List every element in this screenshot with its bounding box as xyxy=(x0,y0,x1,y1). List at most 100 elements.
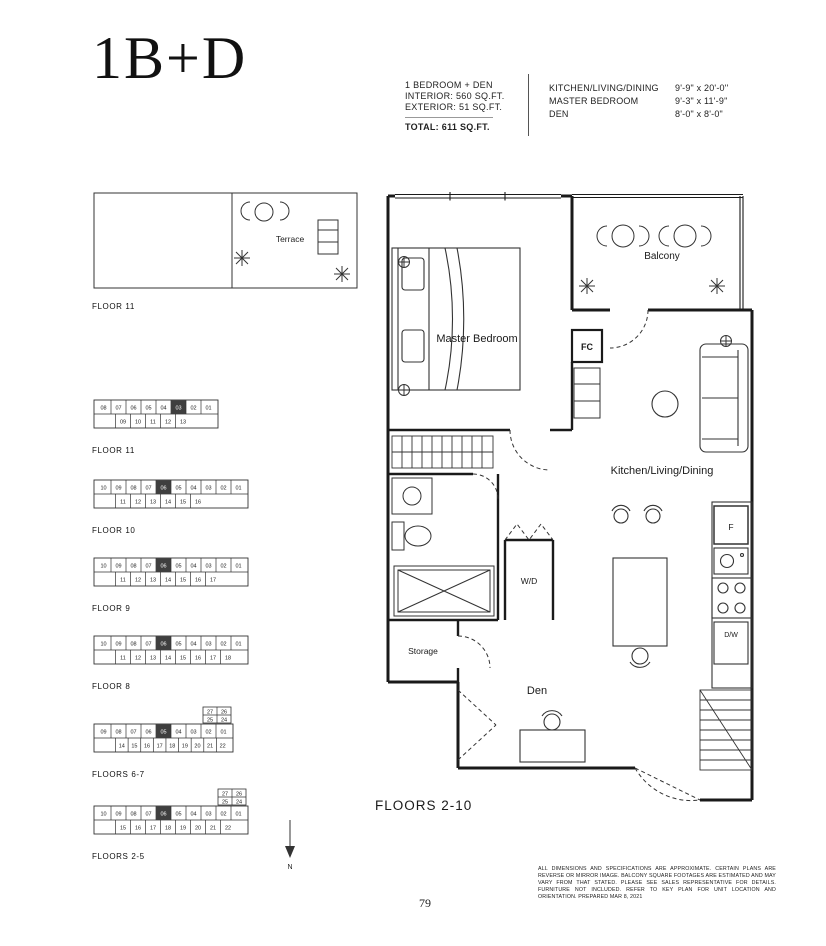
svg-text:11: 11 xyxy=(150,420,156,426)
svg-text:09: 09 xyxy=(115,812,121,818)
svg-text:03: 03 xyxy=(205,486,211,492)
svg-text:03: 03 xyxy=(175,406,181,412)
svg-text:05: 05 xyxy=(175,486,181,492)
column-markers xyxy=(398,256,732,396)
kitchen xyxy=(711,501,753,689)
svg-text:02: 02 xyxy=(205,730,211,736)
svg-text:14: 14 xyxy=(165,578,171,584)
svg-text:07: 07 xyxy=(145,642,151,648)
terrace-outline xyxy=(93,192,358,289)
svg-text:04: 04 xyxy=(160,406,166,412)
dining-furniture xyxy=(611,504,668,668)
pillow xyxy=(401,257,425,291)
svg-text:11: 11 xyxy=(120,656,126,662)
toilet xyxy=(404,525,432,547)
disclaimer-text: ALL DIMENSIONS AND SPECIFICATIONS ARE AP… xyxy=(538,866,776,900)
svg-text:07: 07 xyxy=(145,812,151,818)
dim-room: KITCHEN/LIVING/DINING xyxy=(549,83,659,93)
svg-text:01: 01 xyxy=(205,406,211,412)
svg-text:13: 13 xyxy=(180,420,186,426)
stool xyxy=(613,508,629,524)
desk-chair xyxy=(543,713,561,731)
svg-text:26: 26 xyxy=(236,792,242,798)
label-dishwasher: D/W xyxy=(724,632,738,639)
stool xyxy=(645,508,661,524)
living-furniture xyxy=(651,343,749,453)
svg-text:05: 05 xyxy=(175,642,181,648)
terrace-lounge-chair xyxy=(317,219,339,255)
svg-text:05: 05 xyxy=(175,812,181,818)
svg-text:11: 11 xyxy=(120,500,126,506)
svg-text:16: 16 xyxy=(195,578,201,584)
svg-text:06: 06 xyxy=(160,812,166,818)
svg-text:10: 10 xyxy=(100,564,106,570)
svg-text:03: 03 xyxy=(205,812,211,818)
keyplan-floor-11-terrace: Terrace FLOOR 11 xyxy=(92,190,360,311)
svg-text:14: 14 xyxy=(165,500,171,506)
toilet-tank xyxy=(391,521,405,551)
vanity xyxy=(391,477,433,515)
info-divider xyxy=(405,117,493,118)
balcony-furniture xyxy=(579,224,725,294)
dim-size: 9'-3" x 11'-9" xyxy=(675,96,728,106)
svg-text:06: 06 xyxy=(145,730,151,736)
keyplan-label: FLOOR 10 xyxy=(92,526,136,535)
svg-text:12: 12 xyxy=(135,500,141,506)
svg-text:16: 16 xyxy=(195,656,201,662)
door-swings xyxy=(457,309,701,802)
svg-text:05: 05 xyxy=(175,564,181,570)
svg-text:13: 13 xyxy=(150,500,156,506)
svg-text:15: 15 xyxy=(180,500,186,506)
svg-text:08: 08 xyxy=(130,812,136,818)
svg-text:18: 18 xyxy=(165,826,171,832)
unit-info-block: 1 BEDROOM + DEN INTERIOR: 560 SQ.FT. EXT… xyxy=(405,80,505,133)
bed xyxy=(391,247,521,391)
shower xyxy=(393,565,495,617)
svg-text:02: 02 xyxy=(220,642,226,648)
room-dimensions-table: KITCHEN/LIVING/DINING 9'-9" x 20'-0'' MA… xyxy=(549,83,729,119)
svg-text:03: 03 xyxy=(205,642,211,648)
label-den: Den xyxy=(527,685,547,697)
bathroom xyxy=(391,477,495,617)
terrace-plant xyxy=(334,266,350,282)
dishwasher-box xyxy=(713,621,749,665)
svg-text:20: 20 xyxy=(195,826,201,832)
svg-text:05: 05 xyxy=(145,406,151,412)
balcony-table xyxy=(673,224,697,248)
svg-text:01: 01 xyxy=(220,730,226,736)
svg-text:01: 01 xyxy=(235,486,241,492)
header-divider xyxy=(528,74,529,136)
svg-text:17: 17 xyxy=(210,578,216,584)
svg-text:01: 01 xyxy=(235,642,241,648)
windows-and-railings xyxy=(395,192,744,310)
pillow xyxy=(401,329,425,363)
page-number: 79 xyxy=(419,896,431,910)
svg-text:11: 11 xyxy=(120,578,126,584)
north-arrow-head xyxy=(285,846,295,858)
svg-text:19: 19 xyxy=(180,826,186,832)
label-kitchen-living-dining: Kitchen/Living/Dining xyxy=(611,465,714,477)
svg-text:04: 04 xyxy=(175,730,181,736)
svg-text:07: 07 xyxy=(115,406,121,412)
svg-text:08: 08 xyxy=(115,730,121,736)
exterior-walls xyxy=(386,194,754,802)
svg-text:25: 25 xyxy=(222,800,228,806)
label-wd: W/D xyxy=(521,576,538,586)
terrace-diagram: Terrace xyxy=(93,192,358,289)
svg-text:17: 17 xyxy=(210,656,216,662)
svg-text:08: 08 xyxy=(130,486,136,492)
keyplan-label: FLOORS 6-7 xyxy=(92,770,145,779)
unit-title: 1B+D xyxy=(92,25,248,91)
svg-text:01: 01 xyxy=(235,812,241,818)
svg-text:15: 15 xyxy=(120,826,126,832)
svg-text:18: 18 xyxy=(169,744,175,750)
plan-caption: FLOORS 2-10 xyxy=(375,798,472,813)
svg-text:22: 22 xyxy=(220,744,226,750)
chair xyxy=(631,647,649,665)
